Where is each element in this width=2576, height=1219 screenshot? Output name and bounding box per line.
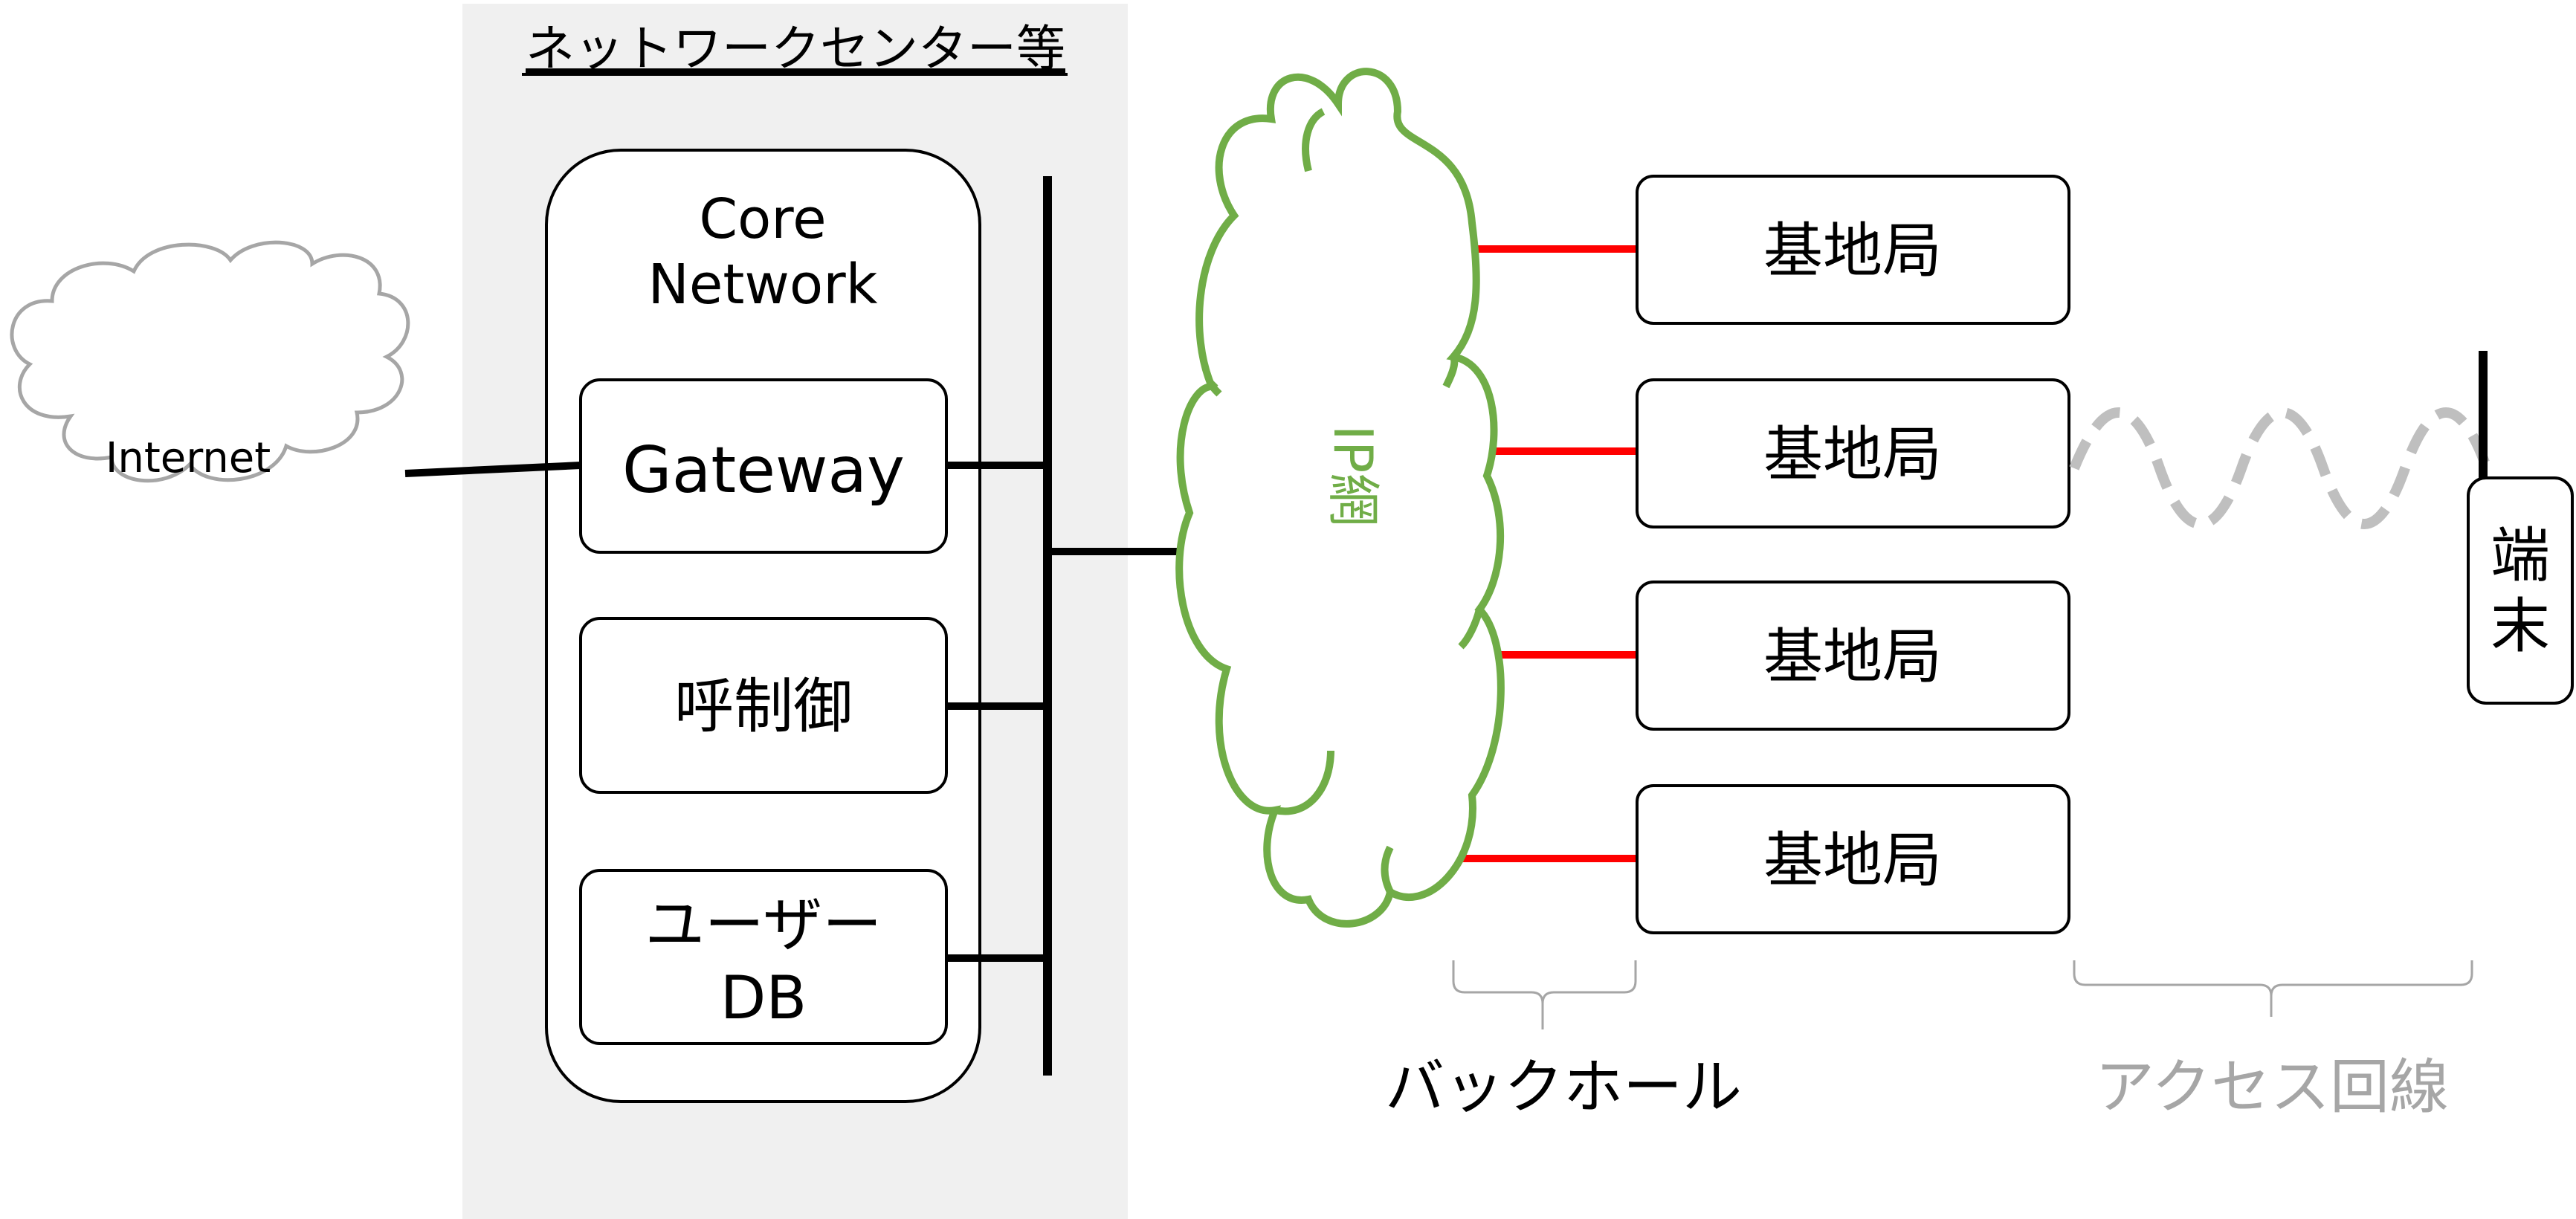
access-brace <box>2073 960 2473 1017</box>
backhaul-label: バックホール <box>1385 1053 1742 1122</box>
terminal-box <box>2467 476 2574 705</box>
terminal-label-char2: 末 <box>2491 592 2550 661</box>
ip-network-cloud <box>1175 68 1505 928</box>
base-station-1: 基地局 <box>1636 175 2070 325</box>
gateway-label: Gateway <box>622 433 905 508</box>
user-db-line1: ユーザー <box>645 890 882 960</box>
core-network-line2: Network <box>648 253 878 317</box>
wireless-link <box>2069 407 2492 529</box>
terminal-label-char1: 端 <box>2491 521 2550 590</box>
call-control-label: 呼制御 <box>674 672 853 741</box>
base-station-label: 基地局 <box>1763 826 1942 895</box>
core-network-line1: Core <box>699 187 826 251</box>
user-db-line2: DB <box>720 963 807 1032</box>
ip-network-label: IP網 <box>1322 425 1384 527</box>
base-station-label: 基地局 <box>1763 622 1942 691</box>
base-station-label: 基地局 <box>1763 420 1942 489</box>
internet-cloud <box>10 240 410 483</box>
base-station-2: 基地局 <box>1636 378 2070 528</box>
internet-gateway-link <box>404 462 581 477</box>
base-station-label: 基地局 <box>1763 216 1942 285</box>
base-station-4: 基地局 <box>1636 784 2070 934</box>
base-station-3: 基地局 <box>1636 581 2070 731</box>
internet-label: Internet <box>106 434 271 482</box>
backhaul-brace <box>1452 960 1637 1029</box>
access-line-label: アクセス回線 <box>2095 1053 2449 1122</box>
network-center-label: ネットワークセンター等 <box>526 20 1065 77</box>
